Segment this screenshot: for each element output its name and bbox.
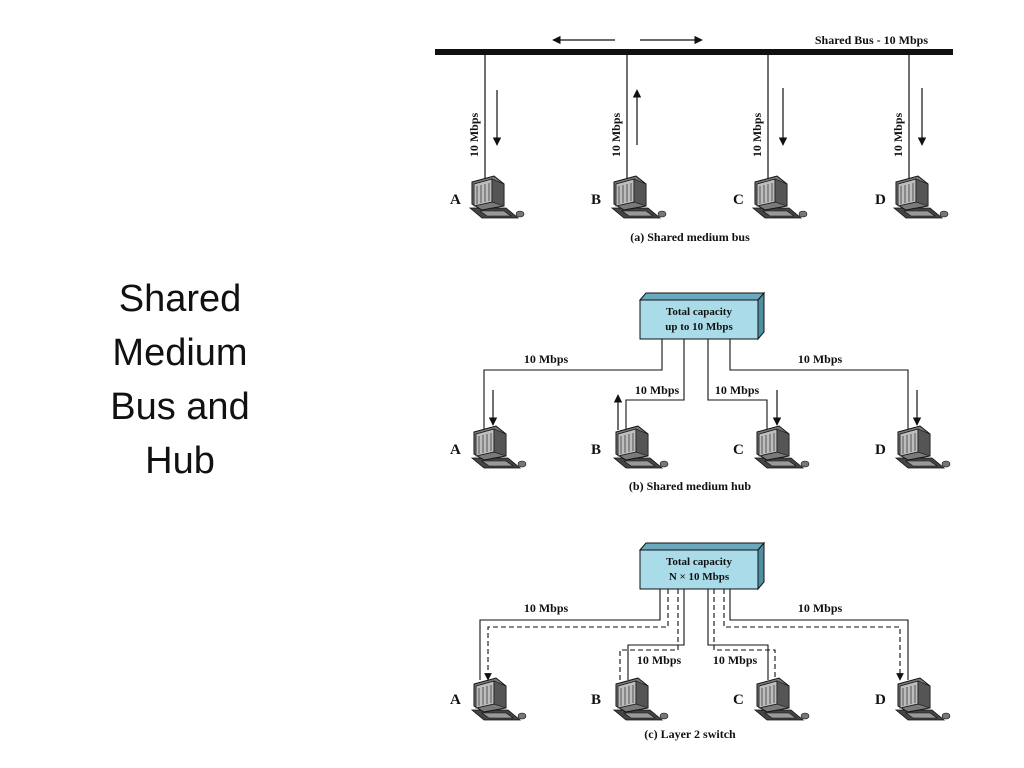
hub-node-label-a: A [450,442,461,458]
switch-link-label-c: 10 Mbps [713,653,758,667]
switch-box-line2: N × 10 Mbps [669,571,730,583]
switch-link-b-solid [627,589,685,680]
node-label-b: B [591,192,601,208]
hub-box-top [638,292,766,301]
hub-computer-icon-b [613,425,669,469]
hub-box-line2: up to 10 Mbps [665,321,733,333]
switch-link-label-d: 10 Mbps [798,601,843,615]
hub-link-label-a: 10 Mbps [524,352,569,366]
switch-computer-icon-a [471,677,527,721]
hub-computer-icon-d [895,425,951,469]
switch-computer-icon-d [895,677,951,721]
node-label-a: A [450,192,461,208]
hub-box [639,299,759,340]
switch-box-line1: Total capacity [666,556,732,568]
hub-link-b [625,339,685,432]
panel-a-shared-bus: Shared Bus - 10 Mbps 10 Mbps 10 Mbps 10 … [435,33,953,244]
switch-link-a-solid [479,589,661,680]
slide-title: Shared Medium Bus and Hub [70,272,290,488]
switch-box-side [757,541,765,591]
node-label-d: D [875,192,886,208]
switch-node-label-b: B [591,692,601,708]
hub-link-label-c: 10 Mbps [715,383,760,397]
hub-computer-icon-c [754,425,810,469]
switch-link-b-dashed [619,589,679,680]
panel-c-layer2-switch: Total capacity N × 10 Mbps 10 Mbps 10 Mb… [450,541,951,741]
switch-link-label-a: 10 Mbps [524,601,569,615]
hub-computer-icon-a [471,425,527,469]
hub-box-side [757,291,765,341]
hub-node-label-b: B [591,442,601,458]
panel-b-caption: (b) Shared medium hub [629,479,751,493]
hub-link-c [707,339,768,432]
title-line-1: Shared [118,278,242,320]
link-label-d: 10 Mbps [891,112,905,157]
title-line-3: Bus and [110,386,250,428]
switch-node-label-a: A [450,692,461,708]
switch-link-a-dashed [484,589,669,681]
link-label-a: 10 Mbps [467,112,481,157]
title-line-2: Medium [112,332,248,374]
hub-node-label-d: D [875,442,886,458]
switch-computer-icon-b [613,677,669,721]
switch-link-c-dashed [713,589,776,680]
panel-b-shared-hub: Total capacity up to 10 Mbps 10 Mbps 10 … [450,291,951,493]
computer-icon-d [893,175,949,219]
switch-node-label-d: D [875,692,886,708]
hub-link-label-d: 10 Mbps [798,352,843,366]
switch-link-c-solid [707,589,769,680]
switch-link-label-b: 10 Mbps [637,653,682,667]
computer-icon-b [611,175,667,219]
link-label-c: 10 Mbps [750,112,764,157]
computer-icon-a [469,175,525,219]
node-label-c: C [733,192,744,208]
computer-icon-c [752,175,808,219]
link-label-b: 10 Mbps [609,112,623,157]
hub-node-label-c: C [733,442,744,458]
title-line-4: Hub [145,440,215,482]
switch-link-d-dashed [723,589,904,681]
panel-a-caption: (a) Shared medium bus [630,230,750,244]
hub-link-d [729,339,909,432]
switch-node-label-c: C [733,692,744,708]
switch-computer-icon-c [754,677,810,721]
shared-bus-label: Shared Bus - 10 Mbps [815,33,928,47]
hub-link-a [483,339,663,432]
hub-box-line1: Total capacity [666,306,732,318]
switch-link-d-solid [729,589,909,680]
switch-box-top [638,542,766,551]
hub-link-label-b: 10 Mbps [635,383,680,397]
switch-box [639,549,759,590]
panel-c-caption: (c) Layer 2 switch [644,727,736,741]
